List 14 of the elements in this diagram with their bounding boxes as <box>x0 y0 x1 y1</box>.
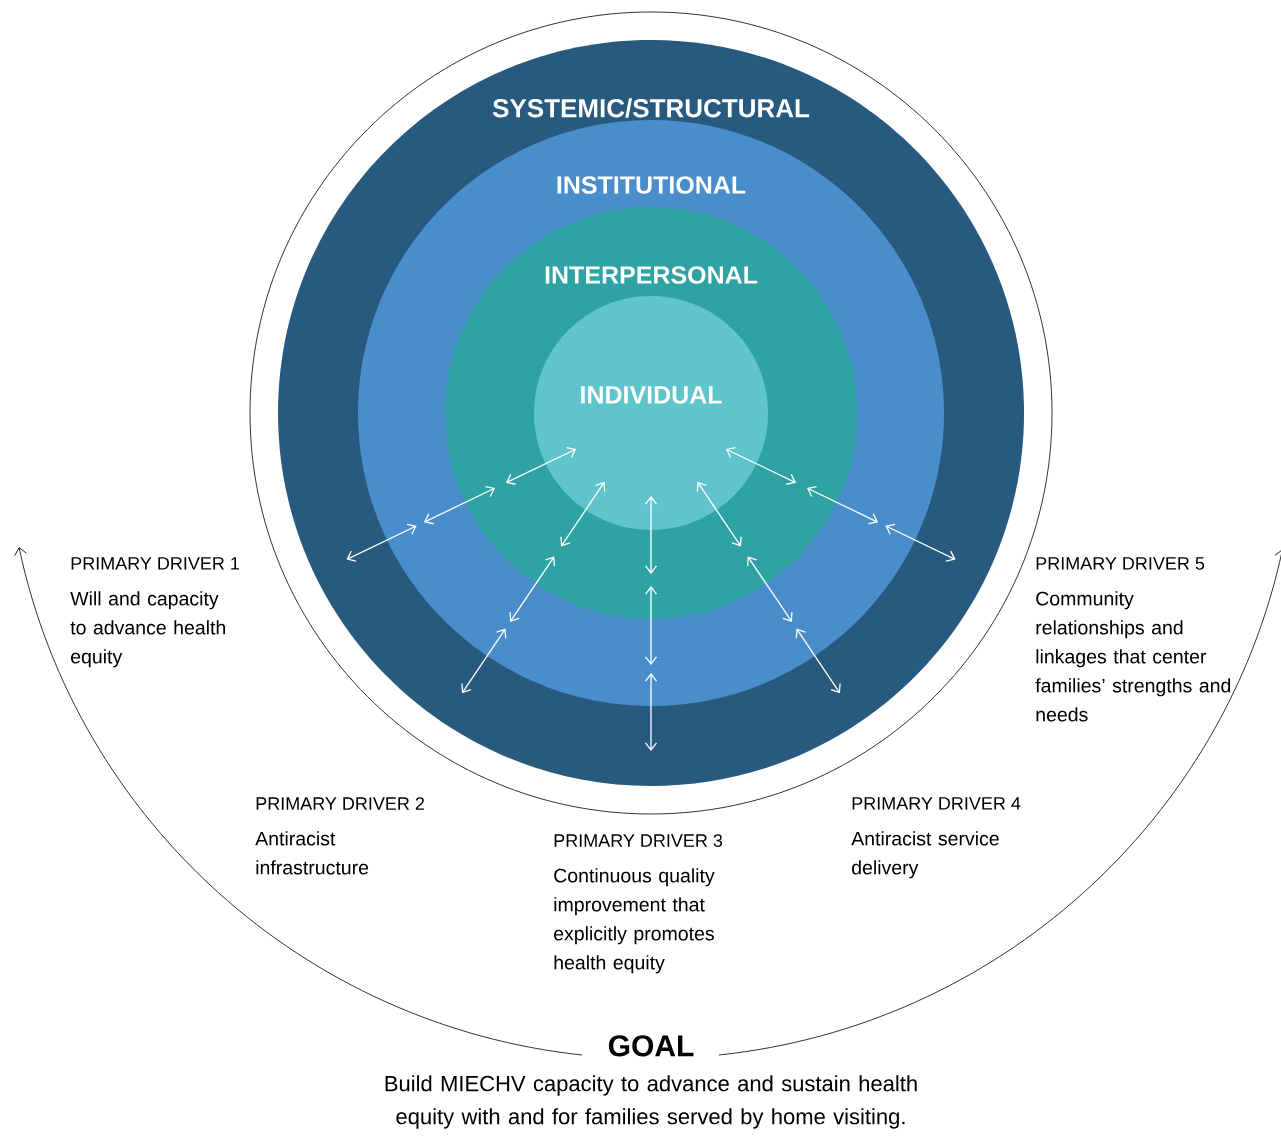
driver-description: Antiracist service delivery <box>851 831 999 879</box>
driver-heading: PRIMARY DRIVER 1 <box>71 557 239 570</box>
goal-text: GOAL Build MIECHV capacity to advance and sustain health equity with and for families served by home visiting. <box>385 1035 917 1129</box>
driver-heading: PRIMARY DRIVER 3 <box>554 834 723 847</box>
arrow <box>718 549 1281 1056</box>
driver-description: Will and capacity to advance health equity <box>70 591 225 668</box>
driver-heading: PRIMARY DRIVER 2 <box>256 797 424 810</box>
driver-description: Continuous quality improvement that explicitly promotes health equity <box>554 868 715 974</box>
arrow <box>14 547 583 1056</box>
ring: INDIVIDUAL <box>534 296 768 530</box>
driver-description: Community relationships and linkages that center families’ strengths and needs <box>1035 591 1231 722</box>
driver-heading: PRIMARY DRIVER 5 <box>1036 557 1205 570</box>
driver-heading: PRIMARY DRIVER 4 <box>852 797 1021 810</box>
driver-description: Antiracist infrastructure <box>255 831 369 875</box>
